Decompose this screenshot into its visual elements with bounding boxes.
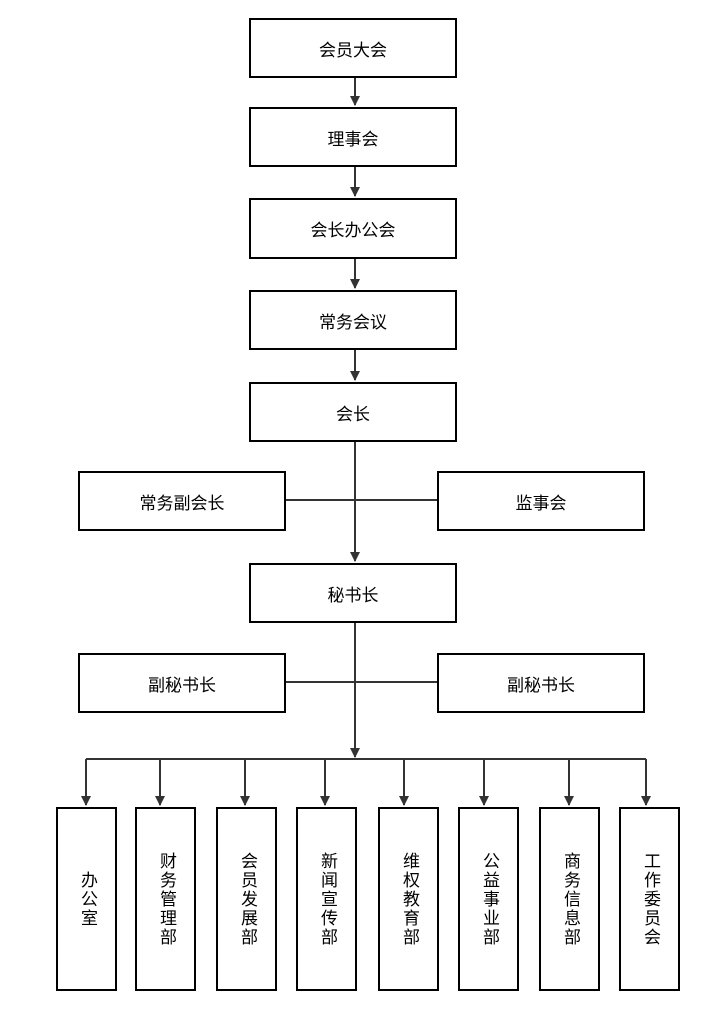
department-box: 办公室: [56, 807, 117, 991]
department-label: 办公室: [77, 870, 97, 928]
box-label: 会员大会: [319, 40, 387, 61]
department-label: 新闻宣传部: [317, 851, 337, 947]
deputy-secretary-general-left-box: 副秘书长: [78, 653, 286, 713]
box-label: 秘书长: [327, 585, 379, 606]
box-label: 副秘书长: [148, 675, 216, 696]
department-box: 财务管理部: [135, 807, 196, 991]
general-assembly-box: 会员大会: [249, 18, 457, 78]
standing-meeting-box: 常务会议: [249, 290, 457, 350]
department-label: 公益事业部: [479, 851, 499, 947]
deputy-secretary-general-right-box: 副秘书长: [437, 653, 645, 713]
department-box: 商务信息部: [539, 807, 600, 991]
box-label: 监事会: [515, 493, 567, 514]
department-box: 公益事业部: [458, 807, 519, 991]
department-box: 新闻宣传部: [296, 807, 357, 991]
department-label: 维权教育部: [399, 851, 419, 947]
president-box: 会长: [249, 382, 457, 442]
department-box: 会员发展部: [216, 807, 277, 991]
secretary-general-box: 秘书长: [249, 563, 457, 623]
council-box: 理事会: [249, 107, 457, 167]
box-label: 理事会: [327, 129, 379, 150]
box-label: 常务会议: [319, 312, 387, 333]
president-office-meeting-box: 会长办公会: [249, 198, 457, 259]
supervisory-board-box: 监事会: [437, 471, 645, 531]
box-label: 常务副会长: [139, 493, 225, 514]
box-label: 会长办公会: [310, 221, 396, 241]
department-label: 会员发展部: [237, 851, 257, 947]
executive-vice-president-box: 常务副会长: [78, 471, 286, 531]
box-label: 会长: [336, 404, 370, 425]
department-box: 维权教育部: [378, 807, 439, 991]
department-label: 商务信息部: [560, 851, 580, 947]
box-label: 副秘书长: [507, 675, 575, 696]
department-label: 工作委员会: [640, 851, 660, 947]
department-box: 工作委员会: [619, 807, 680, 991]
department-label: 财务管理部: [156, 851, 176, 947]
